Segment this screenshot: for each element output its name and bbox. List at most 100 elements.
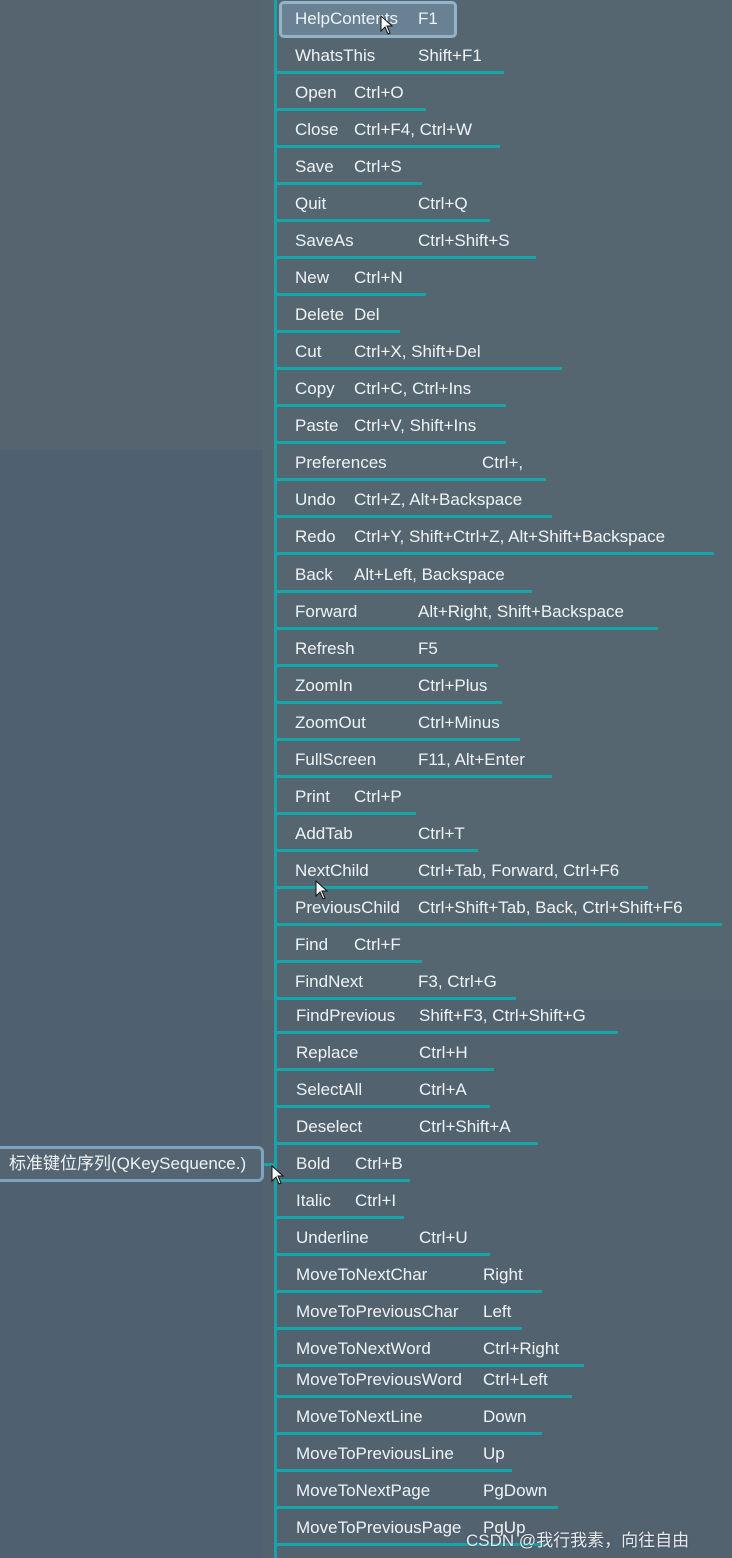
branch-underline [276,701,502,704]
item-shortcut: Ctrl+T [418,824,465,843]
branch-underline [276,1506,558,1509]
item-shortcut: Ctrl+Tab, Forward, Ctrl+F6 [418,861,620,880]
item-name: ZoomIn [295,676,353,695]
branch-underline [276,515,552,518]
branch-underline [276,219,490,222]
item-name: Italic [296,1191,331,1210]
item-shortcut: Ctrl+H [419,1043,468,1062]
branch-underline [276,627,658,630]
branch-underline [276,256,536,259]
branch-underline [276,664,498,667]
branch-underline [276,1364,584,1367]
item-shortcut: PgDown [483,1481,548,1500]
item-shortcut: Ctrl+U [419,1228,468,1247]
branch-underline [276,1543,546,1546]
root-connector-line [264,1163,276,1166]
root-node-label: 标准键位序列(QKeySequence.) [9,1154,247,1173]
item-shortcut: Ctrl+F4, Ctrl+W [354,120,473,139]
item-shortcut: Left [483,1302,512,1321]
item-shortcut: Ctrl+Plus [418,676,488,695]
item-name: Delete [295,305,345,324]
branch-underline [276,145,500,148]
mouse-cursor-icon [380,14,394,40]
item-shortcut: Ctrl+Shift+S [418,231,510,250]
item-name: Close [295,120,339,139]
branch-underline [276,923,722,926]
tree-trunk-line [274,0,277,1558]
item-shortcut: Ctrl+Y, Shift+Ctrl+Z, Alt+Shift+Backspac… [354,527,666,546]
item-shortcut: Ctrl+O [354,83,404,102]
item-shortcut: Ctrl+I [355,1191,397,1210]
item-name: AddTab [295,824,353,843]
item-name: FindNext [295,972,364,991]
item-name: MoveToPreviousChar [296,1302,459,1321]
item-name: Redo [295,527,336,546]
branch-underline [276,1216,404,1219]
branch-underline [276,1432,542,1435]
branch-underline [276,1105,490,1108]
item-shortcut: Ctrl+B [355,1154,403,1173]
item-shortcut: Ctrl+Shift+Tab, Back, Ctrl+Shift+F6 [418,898,683,917]
item-shortcut: F3, Ctrl+G [418,972,497,991]
branch-underline [276,886,648,889]
item-name: Forward [295,602,358,621]
item-shortcut: Del [354,305,380,324]
item-shortcut: F1 [418,9,438,28]
item-name: MoveToNextWord [296,1339,431,1358]
item-name: FullScreen [295,750,377,769]
item-shortcut: Alt+Left, Backspace [354,565,505,584]
branch-underline [276,1253,490,1256]
item-name: Open [295,83,337,102]
item-name: MoveToNextLine [296,1407,423,1426]
item-name: Paste [295,416,339,435]
branch-underline [276,1469,512,1472]
item-shortcut: Ctrl+Left [483,1370,548,1389]
item-name: Copy [295,379,335,398]
branch-underline [276,1142,538,1145]
branch-underline [276,552,714,555]
item-name: Cut [295,342,322,361]
item-shortcut: Ctrl+Right [483,1339,560,1358]
mouse-cursor-icon [315,879,329,905]
item-name: Quit [295,194,327,213]
item-shortcut: PgUp [483,1518,526,1537]
item-name: PreviousChild [295,898,400,917]
item-shortcut: Ctrl+P [354,787,402,806]
item-shortcut: Right [483,1265,523,1284]
watermark-text: CSDN @我行我素，向往自由 [466,1531,690,1550]
background-panel [0,0,262,450]
item-name: Undo [295,490,336,509]
item-shortcut: Ctrl+V, Shift+Ins [354,416,477,435]
item-name: WhatsThis [295,46,376,65]
background-panel [262,1000,732,1558]
branch-underline [276,330,400,333]
item-shortcut: Ctrl+F [354,935,401,954]
branch-underline [276,441,506,444]
branch-underline [276,775,552,778]
item-name: SelectAll [296,1080,363,1099]
item-name: Print [295,787,330,806]
item-shortcut: Ctrl+Q [418,194,468,213]
branch-underline [276,1179,410,1182]
branch-underline [276,1031,618,1034]
root-node[interactable]: 标准键位序列(QKeySequence.) [0,1146,264,1182]
mouse-cursor-icon [271,1164,285,1190]
item-name: New [295,268,330,287]
selected-node-highlight [279,1,457,38]
branch-underline [276,478,546,481]
branch-underline [276,367,562,370]
item-name: Find [295,935,329,954]
item-name: NextChild [295,861,369,880]
item-name: MoveToNextChar [296,1265,428,1284]
branch-underline [276,1327,522,1330]
item-shortcut: Ctrl+N [354,268,403,287]
branch-underline [276,590,532,593]
item-name: MoveToPreviousLine [296,1444,454,1463]
item-name: Back [295,565,333,584]
item-shortcut: Ctrl+X, Shift+Del [354,342,481,361]
item-name: FindPrevious [296,1006,396,1025]
item-name: Underline [296,1228,369,1247]
branch-underline [276,960,422,963]
branch-underline [276,182,422,185]
item-shortcut: F5 [418,639,438,658]
